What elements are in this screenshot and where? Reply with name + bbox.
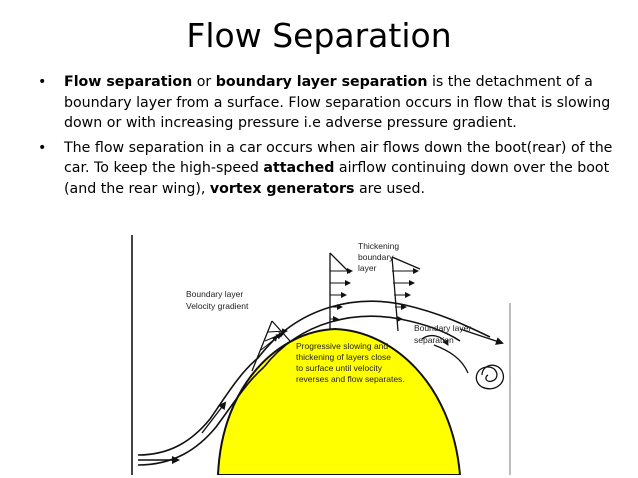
term-attached: attached — [263, 160, 335, 176]
reverse-flow — [421, 334, 449, 346]
label-thickening: Thickening — [358, 241, 399, 251]
term-flow-separation: Flow separation — [64, 74, 193, 90]
bullet-marker: • — [38, 74, 47, 90]
label-boundary: boundary — [358, 252, 394, 262]
streamline-upper-2 — [263, 315, 461, 368]
bullet-text: or — [192, 74, 216, 90]
label-progressive-4: reverses and flow separates. — [296, 374, 405, 384]
bullet-item-definition: • Flow separation or boundary layer sepa… — [38, 72, 616, 134]
separation-streamline — [433, 344, 469, 374]
velocity-profile-middle — [329, 252, 351, 329]
label-velocity-gradient: Velocity gradient — [186, 301, 249, 311]
term-vortex-generators: vortex generators — [209, 180, 355, 197]
streamline-inner — [137, 366, 265, 466]
term-boundary-layer-separation: boundary layer separation — [215, 74, 428, 90]
label-progressive-3: to surface until velocity — [296, 363, 383, 373]
flow-separation-diagram: Boundary layer Velocity gradient Thicken… — [130, 233, 514, 475]
bullet-list: • Flow separation or boundary layer sepa… — [38, 72, 616, 203]
slide-title: Flow Separation — [186, 16, 452, 55]
bullet-text: are used. — [354, 180, 426, 197]
bullet-text: airflow continuing down over the boot (a… — [64, 160, 610, 197]
label-progressive-2: thickening of layers close — [296, 352, 391, 362]
streamline-outer — [137, 357, 259, 456]
bullet-item-car: • The flow separation in a car occurs wh… — [38, 138, 616, 200]
flow-arrow — [201, 401, 227, 434]
bullet-text: The flow separation in a car occurs when… — [64, 139, 613, 177]
vortex-spiral — [475, 364, 505, 390]
label-boundary-layer: Boundary layer — [186, 289, 243, 299]
label-separation: separation — [414, 335, 454, 345]
bullet-text: is the detachment of a boundary layer fr… — [64, 74, 611, 131]
label-progressive-1: Progressive slowing and — [296, 341, 388, 351]
bullet-marker: • — [38, 139, 47, 156]
label-layer: layer — [358, 263, 377, 273]
label-separation-title: Boundary layer — [414, 323, 471, 333]
flow-arrow — [459, 328, 504, 345]
